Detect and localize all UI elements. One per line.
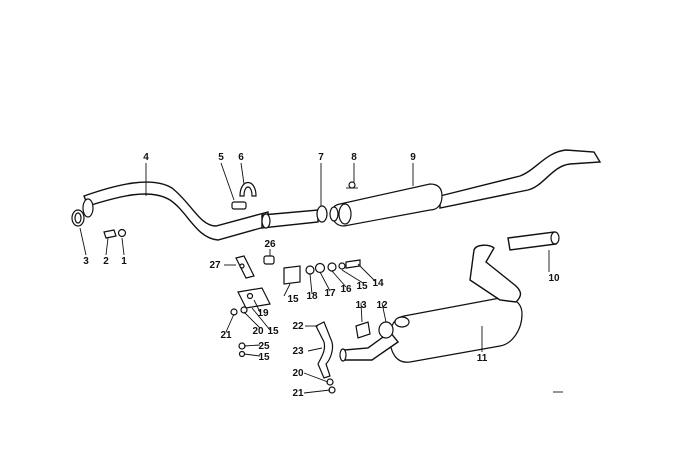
label-14: 14 [372,278,384,289]
label-8: 8 [351,152,357,163]
label-18: 18 [306,291,318,302]
label-9: 9 [410,152,416,163]
label-12: 12 [376,300,388,311]
label-1: 1 [121,256,127,267]
label-7: 7 [318,152,324,163]
label-13: 13 [355,300,367,311]
leader-lines [79,162,550,394]
label-15-c: 15 [267,326,279,337]
label-10: 10 [548,273,560,284]
label-11: 11 [477,353,488,364]
label-15-b: 15 [287,294,299,305]
label-3: 3 [83,256,89,267]
label-22: 22 [292,321,304,332]
label-21-a: 21 [220,330,232,341]
label-15-a: 15 [356,281,368,292]
callout-labels: 4 3 2 1 5 6 7 8 9 10 11 12 13 14 15 16 1… [83,152,560,399]
label-15-d: 15 [258,352,270,363]
seal-ring-part[interactable] [316,205,328,223]
label-26: 26 [264,239,276,250]
label-2: 2 [103,256,109,267]
label-25: 25 [258,341,270,352]
center-pipe-part[interactable] [261,209,319,229]
label-27: 27 [209,260,221,271]
rubber-clamp-part[interactable] [355,321,394,339]
tail-pipe-part[interactable] [507,231,560,251]
clip-part[interactable] [346,181,358,189]
strap-part[interactable] [315,321,336,394]
front-pipe-part[interactable] [71,181,269,241]
gasket-part[interactable] [103,228,127,239]
clamp-part[interactable] [231,181,257,210]
label-16: 16 [340,284,352,295]
label-4: 4 [143,152,149,163]
rear-muffler-part[interactable] [339,244,523,363]
rubber-mount-part[interactable] [263,255,275,265]
label-21-b: 21 [292,388,304,399]
hanger-part[interactable] [283,259,361,285]
label-23: 23 [292,346,304,357]
front-muffler-part[interactable] [329,149,602,227]
bracket-part[interactable] [235,255,255,279]
label-20-b: 20 [292,368,304,379]
label-19: 19 [257,308,269,319]
label-5: 5 [218,152,224,163]
label-20-a: 20 [252,326,264,337]
label-6: 6 [238,152,244,163]
mounting-bracket-part[interactable] [237,287,271,309]
label-17: 17 [324,288,336,299]
